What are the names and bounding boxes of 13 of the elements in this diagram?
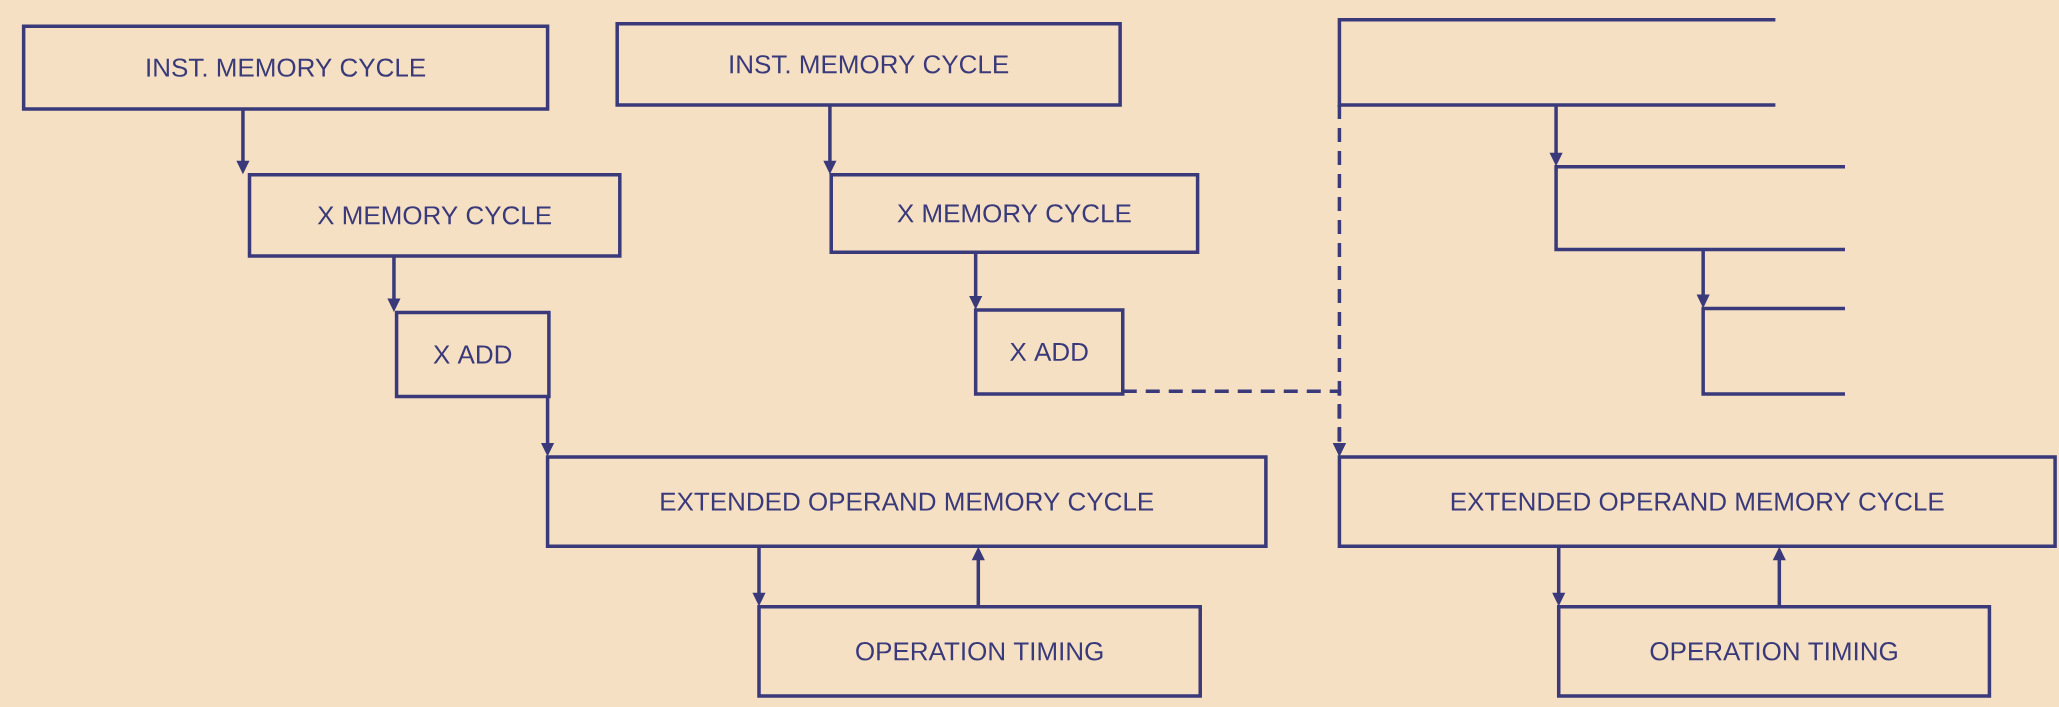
process-box: EXTENDED OPERAND MEMORY CYCLE	[1337, 455, 2057, 548]
process-box: OPERATION TIMING	[1556, 604, 1992, 698]
process-box: X ADD	[394, 310, 551, 399]
process-box: EXTENDED OPERAND MEMORY CYCLE	[545, 455, 1268, 548]
open-box	[1701, 306, 1845, 396]
open-box	[1337, 17, 1776, 107]
process-box: X MEMORY CYCLE	[829, 172, 1200, 254]
open-box	[1554, 165, 1845, 252]
process-box: X MEMORY CYCLE	[247, 172, 622, 258]
process-box: OPERATION TIMING	[757, 604, 1202, 698]
process-box: INST. MEMORY CYCLE	[21, 24, 550, 111]
process-box: X ADD	[973, 308, 1125, 396]
process-box: INST. MEMORY CYCLE	[615, 21, 1122, 107]
